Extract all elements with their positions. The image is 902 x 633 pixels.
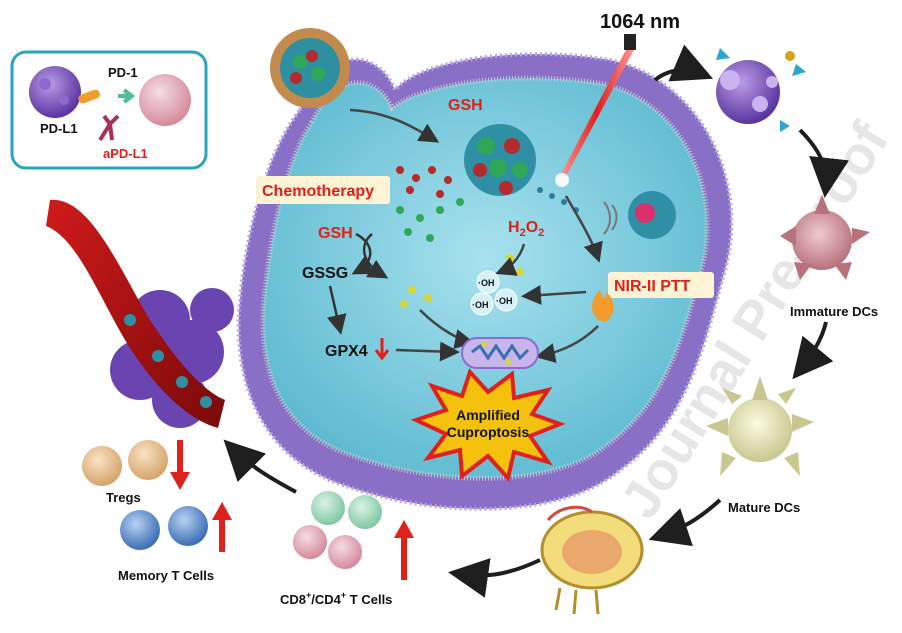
mature-to-lymph-arrow <box>648 498 722 547</box>
laser-tip-icon <box>624 34 636 50</box>
pdl1-label: PD-L1 <box>40 121 78 136</box>
vessel-nanoparticles <box>124 314 212 408</box>
tumor-to-immature-dc-arrow <box>798 128 849 198</box>
pd1-receptor-icon <box>118 88 136 104</box>
memory-t-cells-icon <box>120 506 208 550</box>
blood-vessel-icon <box>46 199 225 428</box>
outcome-line1: Amplified <box>456 407 520 423</box>
checkpoint-inset: PD-1 PD-L1 aPD-L1 <box>10 50 208 170</box>
gssg-to-gpx4-arrow <box>326 285 347 335</box>
immature-dc-icon <box>780 195 870 280</box>
immature-dcs-label: Immature DCs <box>790 304 878 319</box>
lymph-node-icon <box>540 505 644 615</box>
oh-radical-2: ·OH <box>472 300 489 310</box>
ptt-to-mito-arrow <box>535 325 599 363</box>
cuproptosis-burst: Amplified Cuproptosis <box>410 368 566 483</box>
hydroxyl-radicals: ·OH ·OH ·OH <box>470 270 518 316</box>
antibody-icon <box>98 114 120 142</box>
memory-t-label: Memory T Cells <box>118 568 214 583</box>
tregs-icon <box>82 440 168 486</box>
cd8-cd4-label: CD8+/CD4+ T Cells <box>280 590 392 607</box>
oh-radical-3: ·OH <box>496 296 513 306</box>
nanoparticle-icon <box>270 28 350 108</box>
gsh-cycle-arrow <box>351 232 374 275</box>
internalized-nanoparticle-icon <box>464 124 536 196</box>
ptt-to-oh-arrow <box>521 285 587 305</box>
laser-wavelength-label: 1064 nm <box>600 11 680 33</box>
laser-to-dc-arrow <box>653 44 714 82</box>
gpx4-down-arrow <box>374 338 390 361</box>
pdl1-receptor-icon <box>78 89 100 104</box>
immature-to-mature-arrow <box>792 321 834 380</box>
pd1-label: PD-1 <box>108 65 138 80</box>
tregs-label: Tregs <box>106 490 141 505</box>
tumor-cell-icon <box>29 66 81 118</box>
gsh-top-label: GSH <box>448 97 483 114</box>
h2o2-to-oh-arrow <box>495 243 526 276</box>
tcells-to-vessel-arrow <box>223 439 297 494</box>
laser-beam <box>555 34 636 187</box>
gpx4-to-mito-arrow <box>395 341 460 362</box>
uptake-arrow <box>349 108 440 143</box>
chemotherapy-callout: Chemotherapy <box>256 176 390 204</box>
dead-tumor-cell-icon <box>716 48 806 132</box>
gsh-left-label: GSH <box>318 225 353 242</box>
apdl1-label: aPD-L1 <box>103 146 148 161</box>
mitochondrion-icon <box>461 337 539 369</box>
mature-dcs-label: Mature DCs <box>728 500 800 515</box>
outcome-line2: Cuproptosis <box>447 424 530 440</box>
t-cell-icon <box>139 74 191 126</box>
nir-ptt-label: NIR-II PTT <box>614 278 691 295</box>
flame-icon <box>592 290 614 322</box>
lymph-to-tcells-arrow <box>448 558 541 598</box>
laser-spot-icon <box>555 173 569 187</box>
photothermal-nanoparticle-icon <box>603 191 676 239</box>
laser-to-ptt-arrow <box>564 195 603 263</box>
chemotherapy-label: Chemotherapy <box>262 183 374 200</box>
gpx4-label: GPX4 <box>325 343 368 360</box>
t-cells-icon <box>293 491 382 569</box>
h2o2-label: H2O2 <box>508 219 544 239</box>
oh-radical-1: ·OH <box>478 278 495 288</box>
gssg-label: GSSG <box>302 265 348 282</box>
nir-ptt-callout: NIR-II PTT <box>608 272 714 298</box>
mature-dc-icon <box>706 376 814 476</box>
